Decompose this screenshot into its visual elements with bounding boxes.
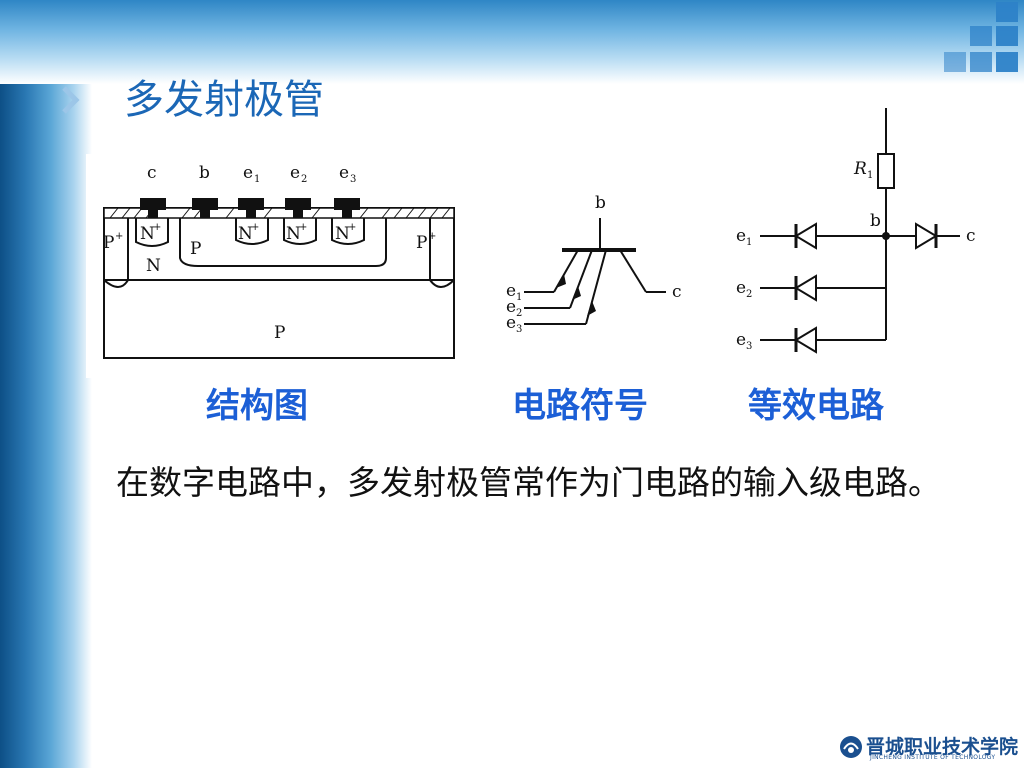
title-arrow-icon bbox=[62, 86, 80, 114]
substrate-p-label: P bbox=[274, 323, 285, 343]
symbol-e2-label: e bbox=[506, 297, 516, 317]
equivalent-e3-subscript: 3 bbox=[746, 341, 752, 352]
p-plus-right-label: P bbox=[416, 233, 427, 253]
n-plus-collector-sup: + bbox=[153, 222, 161, 233]
school-english-name: JINCHENG INSTITUTE OF TECHNOLOGY bbox=[870, 754, 996, 761]
caption-structure: 结构图 bbox=[206, 386, 308, 426]
n-plus-e1-label: N bbox=[238, 224, 253, 244]
equivalent-e2-label: e bbox=[736, 278, 746, 298]
corner-square-decoration bbox=[934, 0, 1024, 78]
equivalent-collector-label: c bbox=[966, 226, 976, 246]
terminal-e2-subscript: 2 bbox=[301, 174, 307, 185]
p-plus-left-label: P bbox=[103, 233, 114, 253]
symbol-base-label: b bbox=[595, 193, 606, 213]
resistor-label: R bbox=[853, 159, 867, 179]
terminal-e1-label: e bbox=[243, 163, 253, 183]
equivalent-e3-label: e bbox=[736, 330, 746, 350]
n-plus-e2-label: N bbox=[286, 224, 301, 244]
equivalent-e1-subscript: 1 bbox=[746, 237, 752, 248]
base-p-label: P bbox=[190, 239, 201, 259]
symbol-e1-subscript: 1 bbox=[516, 292, 522, 303]
structure-diagram: c b e 1 e 2 e 3 P + N + N + N + N + P + … bbox=[86, 154, 464, 378]
n-plus-collector-label: N bbox=[140, 224, 155, 244]
p-plus-right-sup: + bbox=[428, 231, 436, 242]
n-plus-e3-label: N bbox=[335, 224, 350, 244]
n-plus-e1-sup: + bbox=[251, 222, 259, 233]
school-emblem-icon bbox=[840, 736, 862, 758]
school-name: 晋城职业技术学院 bbox=[866, 736, 1019, 758]
base-node-label: b bbox=[870, 211, 881, 231]
terminal-e3-label: e bbox=[339, 163, 349, 183]
body-paragraph: 在数字电路中，多发射极管常作为门电路的输入级电路。 bbox=[116, 463, 941, 502]
terminal-c-label: c bbox=[147, 163, 157, 183]
symbol-e1-label: e bbox=[506, 281, 516, 301]
terminal-e1-subscript: 1 bbox=[254, 174, 260, 185]
symbol-collector-label: c bbox=[672, 282, 682, 302]
symbol-e3-subscript: 3 bbox=[516, 324, 522, 335]
terminal-e2-label: e bbox=[290, 163, 300, 183]
slide-title: 多发射极管 bbox=[124, 77, 324, 123]
school-logo: 晋城职业技术学院 JINCHENG INSTITUTE OF TECHNOLOG… bbox=[836, 730, 1019, 764]
left-decorative-band bbox=[0, 0, 92, 768]
n-plus-e3-sup: + bbox=[348, 222, 356, 233]
n-plus-e2-sup: + bbox=[299, 222, 307, 233]
equivalent-e2-subscript: 2 bbox=[746, 289, 752, 300]
symbol-diagram: b c e 1 e 2 e 3 bbox=[494, 180, 696, 356]
collector-n-label: N bbox=[146, 256, 161, 276]
p-plus-left-sup: + bbox=[115, 231, 123, 242]
caption-symbol: 电路符号 bbox=[512, 386, 648, 426]
resistor-subscript: 1 bbox=[867, 170, 873, 181]
terminal-b-label: b bbox=[199, 163, 210, 183]
terminal-e3-subscript: 3 bbox=[350, 174, 356, 185]
top-decorative-band bbox=[0, 0, 1024, 84]
equivalent-circuit-diagram: R 1 b c e 1 e 2 e 3 bbox=[726, 102, 988, 364]
equivalent-e1-label: e bbox=[736, 226, 746, 246]
symbol-e3-label: e bbox=[506, 313, 516, 333]
caption-equivalent: 等效电路 bbox=[748, 386, 884, 426]
symbol-e2-subscript: 2 bbox=[516, 308, 522, 319]
